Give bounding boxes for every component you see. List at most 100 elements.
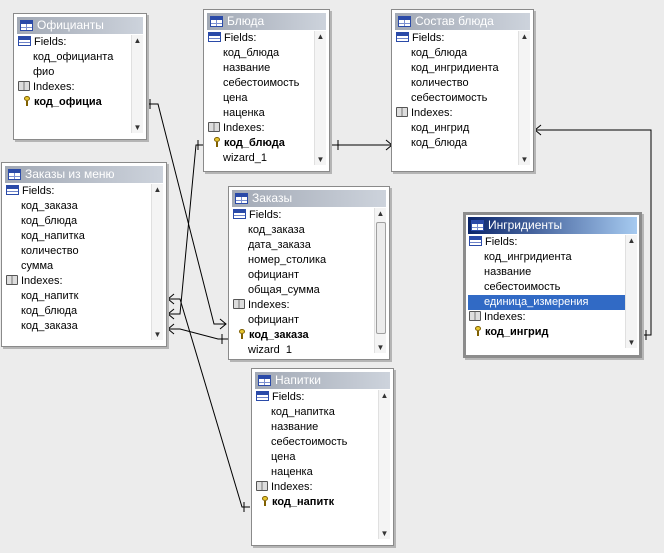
fields-list-icon <box>18 36 31 46</box>
field-item[interactable]: номер_столика <box>248 254 327 266</box>
field-item[interactable]: название <box>484 266 532 278</box>
field-item[interactable]: код_ингридиента <box>484 251 572 263</box>
field-item[interactable]: название <box>271 421 319 433</box>
primary-key-item[interactable]: код_заказа <box>232 328 374 343</box>
fields-header: Fields: <box>17 35 131 50</box>
scrollbar-thumb[interactable] <box>376 222 386 334</box>
index-item[interactable]: код_заказа <box>21 320 78 332</box>
scroll-up-arrow-icon[interactable]: ▲ <box>133 36 142 45</box>
scroll-down-arrow-icon[interactable]: ▼ <box>153 330 162 339</box>
table-title-bar[interactable]: Официанты <box>17 17 143 34</box>
vertical-scrollbar[interactable]: ▲▼ <box>151 184 163 340</box>
field-item[interactable]: код_блюда <box>223 47 280 59</box>
field-item[interactable]: цена <box>271 451 296 463</box>
field-item[interactable]: официант <box>248 269 299 281</box>
field-item[interactable]: наценка <box>223 107 265 119</box>
scroll-up-arrow-icon[interactable]: ▲ <box>376 209 385 218</box>
scroll-up-arrow-icon[interactable]: ▲ <box>153 185 162 194</box>
table-title-bar[interactable]: Ингридиенты <box>468 217 637 234</box>
field-item[interactable]: себестоимость <box>484 281 561 293</box>
field-item[interactable]: количество <box>21 245 79 257</box>
scroll-up-arrow-icon[interactable]: ▲ <box>316 32 325 41</box>
fields-label: Fields: <box>224 32 257 44</box>
index-item[interactable]: код_блюда <box>411 137 468 149</box>
indexes-label: Indexes: <box>21 275 63 287</box>
field-item[interactable]: код_блюда <box>21 215 78 227</box>
scroll-up-arrow-icon[interactable]: ▲ <box>380 391 389 400</box>
primary-key-item[interactable]: код_напитк <box>255 495 378 510</box>
primary-key-label: код_напитк <box>272 496 335 508</box>
scroll-down-arrow-icon[interactable]: ▼ <box>376 343 385 352</box>
table-title: Блюда <box>227 14 265 28</box>
scroll-down-arrow-icon[interactable]: ▼ <box>316 155 325 164</box>
field-item[interactable]: код_заказа <box>248 224 305 236</box>
scroll-up-arrow-icon[interactable]: ▲ <box>520 32 529 41</box>
field-item[interactable]: wizard_1 <box>248 344 293 353</box>
indexes-header: Indexes: <box>232 298 374 313</box>
vertical-scrollbar[interactable]: ▲▼ <box>625 235 637 348</box>
field-list-items: Fields: код_блюда название себестоимость цен… <box>207 31 314 165</box>
scroll-down-arrow-icon[interactable]: ▼ <box>380 529 389 538</box>
index-item[interactable]: официант <box>248 314 299 326</box>
index-item[interactable]: код_ингрид <box>411 122 470 134</box>
field-item[interactable]: дата_заказа <box>248 239 311 251</box>
fields-header: Fields: <box>255 390 378 405</box>
vertical-scrollbar[interactable]: ▲▼ <box>314 31 326 165</box>
field-item[interactable]: код_заказа <box>21 200 78 212</box>
field-item[interactable]: код_напитка <box>271 406 335 418</box>
fields-list-icon <box>208 32 221 42</box>
table-title-bar[interactable]: Напитки <box>255 372 390 389</box>
primary-key-item[interactable]: код_блюда <box>207 136 314 151</box>
field-item[interactable]: себестоимость <box>271 436 348 448</box>
field-item[interactable]: фио <box>33 66 55 78</box>
vertical-scrollbar[interactable]: ▲▼ <box>518 31 530 165</box>
table-title-bar[interactable]: Заказы из меню <box>5 166 163 183</box>
vertical-scrollbar[interactable]: ▲▼ <box>378 390 390 539</box>
table-title-bar[interactable]: Состав блюда <box>395 13 530 30</box>
primary-key-item[interactable]: код_ингрид <box>468 325 625 340</box>
table-field-list[interactable]: Fields: код_блюда название себестоимость цен… <box>207 31 326 165</box>
scroll-down-arrow-icon[interactable]: ▼ <box>627 338 636 347</box>
field-item[interactable]: общая_сумма <box>248 284 320 296</box>
table-icon <box>20 20 33 31</box>
table-title-bar[interactable]: Заказы <box>232 190 386 207</box>
vertical-scrollbar[interactable]: ▲▼ <box>374 208 386 353</box>
vertical-scrollbar[interactable]: ▲▼ <box>131 35 143 133</box>
field-item[interactable]: сумма <box>21 260 54 272</box>
field-item[interactable]: наценка <box>271 466 313 478</box>
field-item[interactable]: себестоимость <box>223 77 300 89</box>
primary-key-item[interactable]: код_официа <box>17 95 131 110</box>
index-item[interactable]: код_напитк <box>21 290 79 302</box>
scroll-up-arrow-icon[interactable]: ▲ <box>627 236 636 245</box>
field-item[interactable]: себестоимость <box>411 92 488 104</box>
indexes-header: Indexes: <box>468 310 625 325</box>
scroll-down-arrow-icon[interactable]: ▼ <box>520 155 529 164</box>
index-item[interactable]: код_блюда <box>21 305 78 317</box>
fields-list-icon <box>6 185 19 195</box>
field-item[interactable]: wizard_1 <box>223 152 268 164</box>
table-field-list[interactable]: Fields:код_напитка название себестоимость ц… <box>255 390 390 539</box>
field-item[interactable]: код_блюда <box>411 47 468 59</box>
field-item-selected[interactable]: единица_измерения <box>468 295 625 310</box>
field-item[interactable]: код_ингридиента <box>411 62 499 74</box>
field-item[interactable]: название <box>223 62 271 74</box>
field-item[interactable]: количество <box>411 77 469 89</box>
field-item[interactable]: цена <box>223 92 248 104</box>
scroll-down-arrow-icon[interactable]: ▼ <box>133 123 142 132</box>
field-item[interactable]: код_напитка <box>21 230 85 242</box>
table-title-bar[interactable]: Блюда <box>207 13 326 30</box>
field-item[interactable]: код_официанта <box>33 51 114 63</box>
